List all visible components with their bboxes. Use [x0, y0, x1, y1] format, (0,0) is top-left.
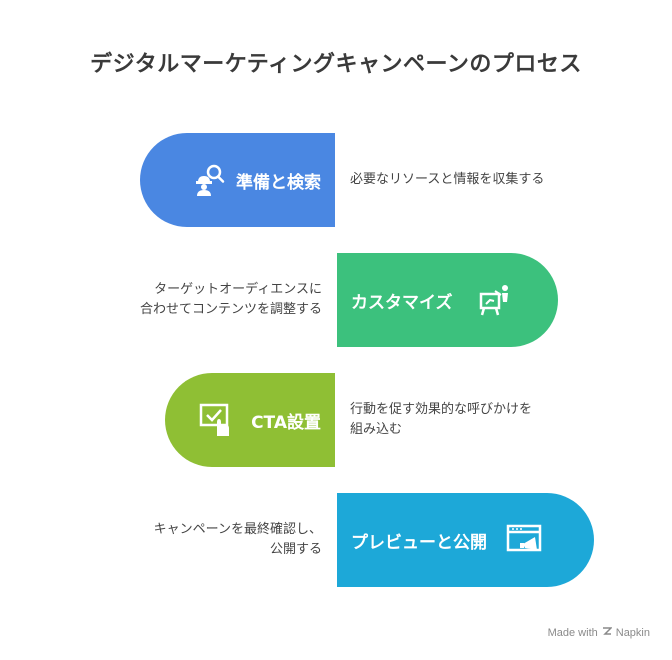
- step-pill-customize: カスタマイズ: [337, 253, 558, 347]
- easel-customize-icon: [475, 280, 515, 320]
- step-description: ターゲットオーディエンスに 合わせてコンテンツを調整する: [139, 282, 322, 317]
- made-with-text: Made with: [547, 626, 598, 639]
- step-label: プレビューと公開: [351, 532, 487, 553]
- napkin-logo-icon: [602, 626, 613, 639]
- step-pill-cta: CTA設置: [165, 373, 335, 467]
- megaphone-window-icon: [505, 520, 545, 560]
- step-label: 準備と検索: [236, 172, 321, 193]
- napkin-watermark: Made with Napkin: [548, 626, 650, 639]
- step-label: カスタマイズ: [351, 292, 453, 313]
- step-label: CTA設置: [251, 412, 321, 433]
- step-pill-preview-publish: プレビューと公開: [337, 493, 594, 587]
- brand-text: Napkin: [615, 626, 650, 639]
- screen-check-click-icon: [197, 400, 237, 440]
- step-pill-prepare-search: 準備と検索: [140, 133, 335, 227]
- step-description: 必要なリソースと情報を収集する: [350, 172, 545, 187]
- diagram-title: デジタルマーケティングキャンペーンのプロセス: [90, 52, 582, 77]
- step-description: キャンペーンを最終確認し、 公開する: [153, 522, 322, 557]
- person-search-icon: [190, 160, 230, 200]
- step-description: 行動を促す効果的な呼びかけを 組み込む: [350, 402, 533, 437]
